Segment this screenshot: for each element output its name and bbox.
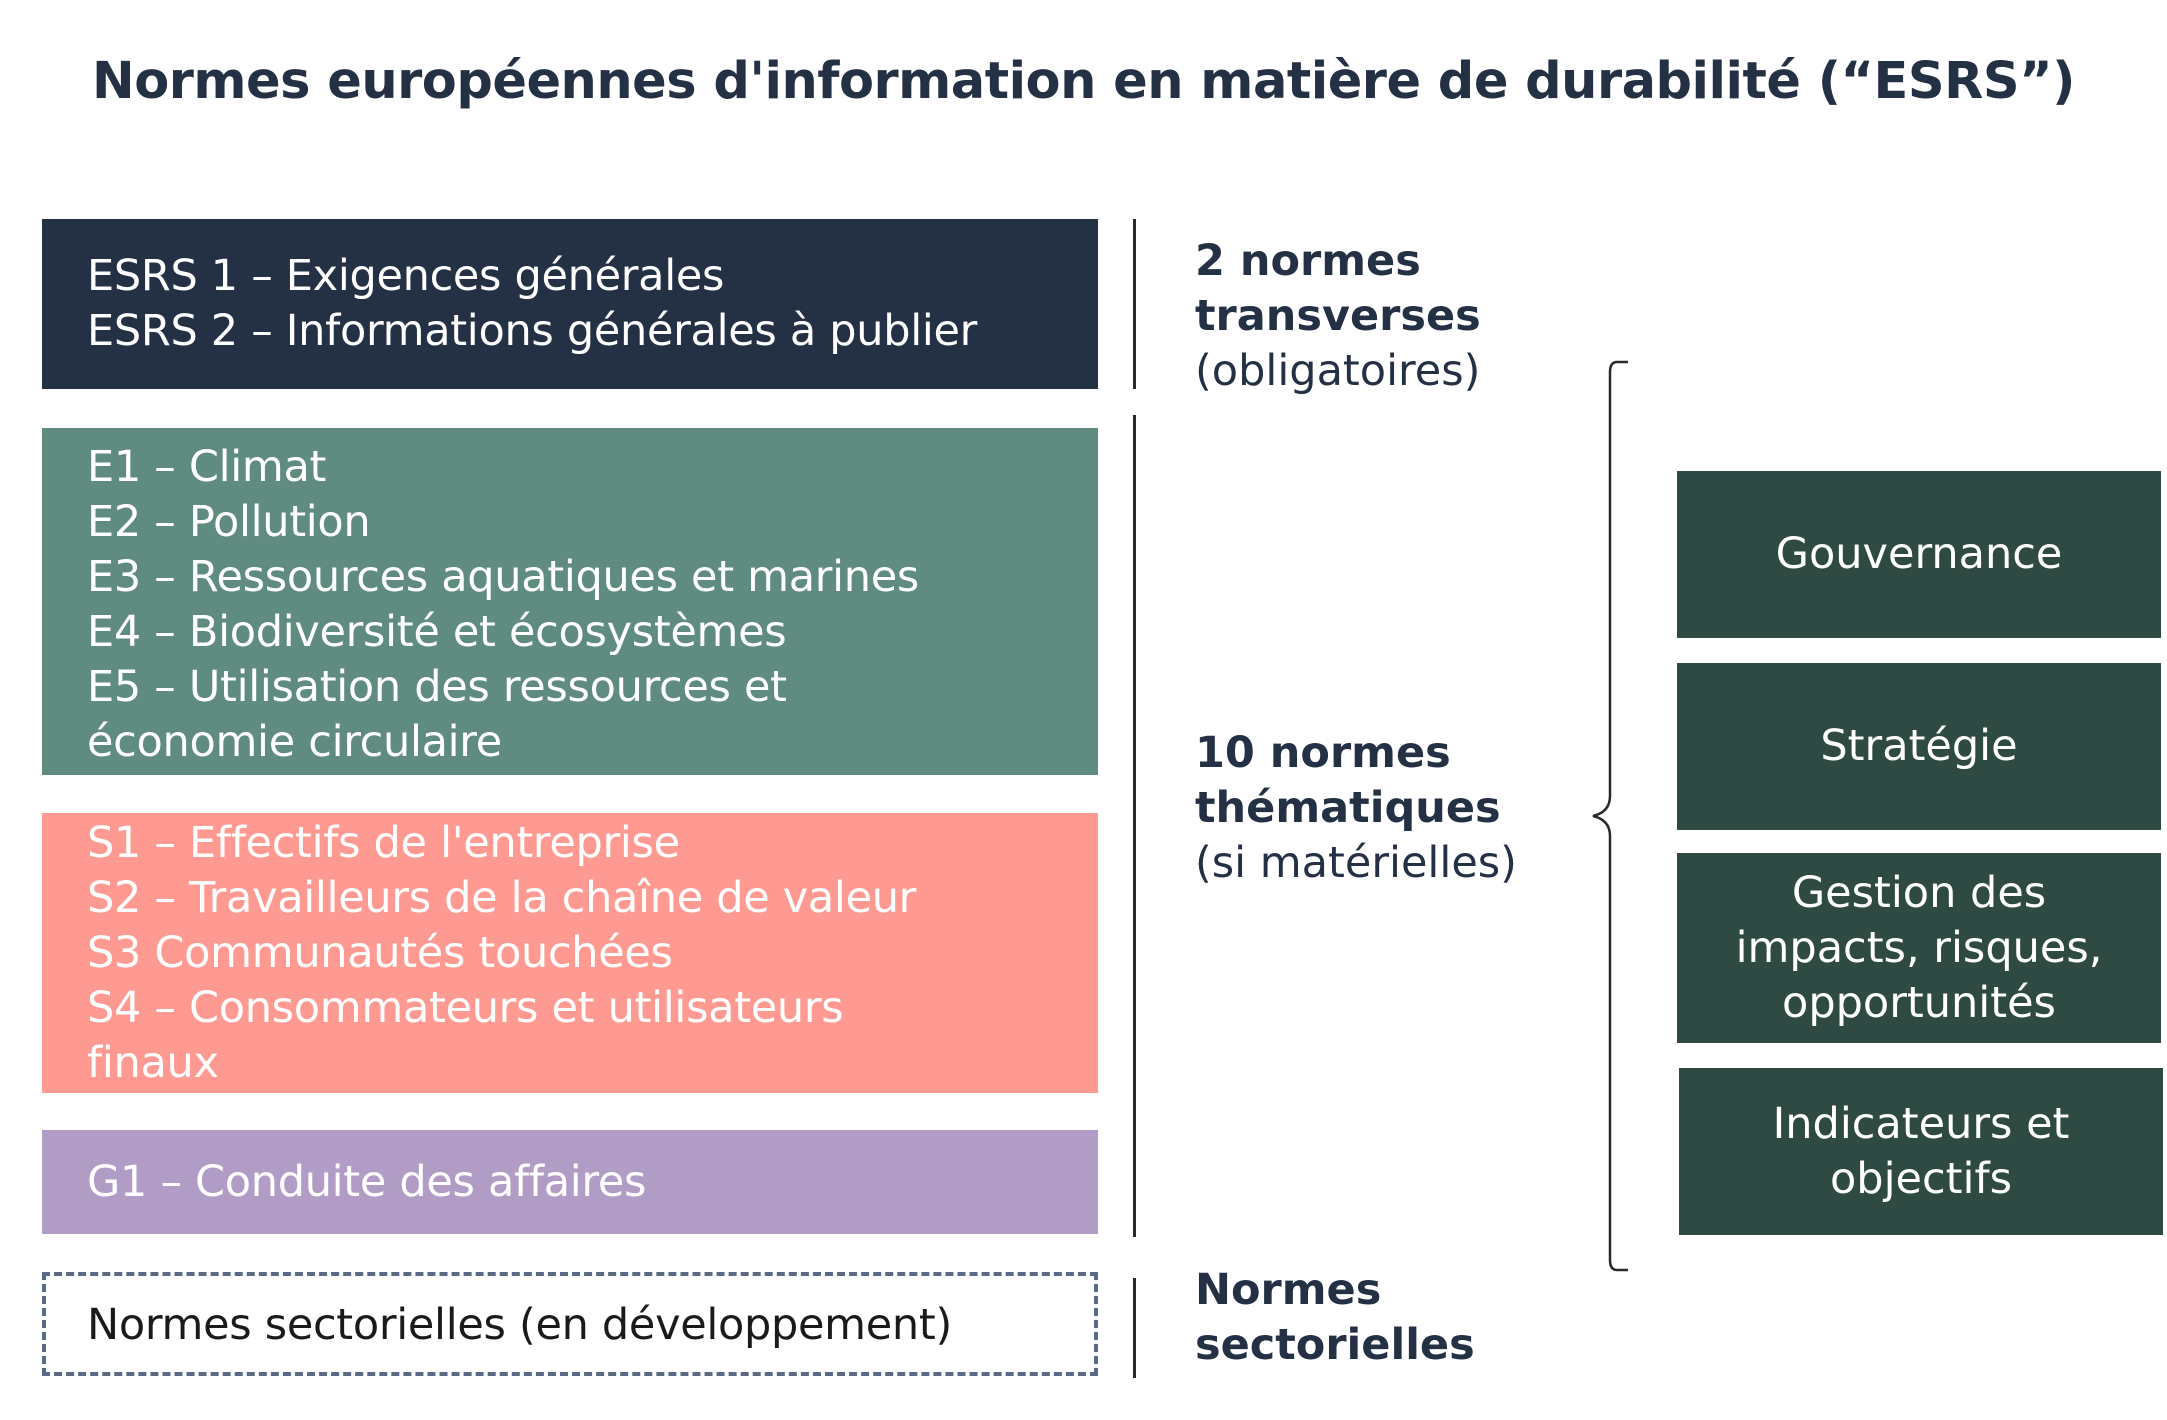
- separator-line-transverses: [1133, 219, 1136, 389]
- esrs2-label: ESRS 2 – Informations générales à publie…: [87, 306, 978, 356]
- thematiques-kind: thématiques: [1195, 783, 1501, 833]
- esrs-general-standards-box: ESRS 1 – Exigences générales ESRS 2 – In…: [42, 219, 1098, 389]
- pillar-gestion-label-1: Gestion des: [1791, 867, 2047, 918]
- s2-label: S2 – Travailleurs de la chaîne de valeur: [87, 873, 917, 923]
- diagram-title: Normes européennes d'information en mati…: [92, 52, 2075, 111]
- separator-line-sectorielles: [1133, 1278, 1136, 1378]
- sector-standards-box: Normes sectorielles (en développement): [42, 1272, 1098, 1376]
- s1-label: S1 – Effectifs de l'entreprise: [87, 818, 680, 868]
- s3-label: S3 Communautés touchées: [87, 928, 673, 978]
- g1-label: G1 – Conduite des affaires: [87, 1157, 647, 1207]
- pillar-gestion-label-3: opportunités: [1782, 977, 2056, 1028]
- e3-label: E3 – Ressources aquatiques et marines: [87, 552, 920, 602]
- pillar-strategie-label: Stratégie: [1820, 721, 2018, 771]
- esrs1-label: ESRS 1 – Exigences générales: [87, 251, 725, 301]
- pillar-gestion-label-2: impacts, risques,: [1735, 922, 2103, 973]
- pillar-gouvernance-label: Gouvernance: [1775, 529, 2063, 579]
- thematiques-label: 10 normes thématiques (si matérielles): [1195, 726, 1517, 891]
- s4-label: S4 – Consommateurs et utilisateurs: [87, 983, 844, 1033]
- environment-standards-box: E1 – Climat E2 – Pollution E3 – Ressourc…: [42, 428, 1098, 775]
- curly-brace: [1592, 360, 1628, 1272]
- transverses-count: 2 normes: [1195, 236, 1421, 286]
- thematiques-count: 10 normes: [1195, 728, 1451, 778]
- sector-standards-label: Normes sectorielles (en développement): [87, 1300, 952, 1350]
- transverses-note: (obligatoires): [1195, 346, 1481, 396]
- thematiques-note: (si matérielles): [1195, 838, 1517, 888]
- e4-label: E4 – Biodiversité et écosystèmes: [87, 607, 787, 657]
- governance-standards-box: G1 – Conduite des affaires: [42, 1130, 1098, 1234]
- pillar-indicateurs-objectifs: Indicateurs et objectifs: [1679, 1068, 2163, 1235]
- pillar-gouvernance: Gouvernance: [1677, 471, 2161, 638]
- e5-label-continued: économie circulaire: [87, 717, 502, 767]
- pillar-strategie: Stratégie: [1677, 663, 2161, 830]
- sectorielles-title: Normes: [1195, 1265, 1382, 1315]
- e2-label: E2 – Pollution: [87, 497, 371, 547]
- separator-line-thematiques: [1133, 415, 1136, 1237]
- social-standards-box: S1 – Effectifs de l'entreprise S2 – Trav…: [42, 813, 1098, 1093]
- pillar-indicateurs-label-1: Indicateurs et: [1772, 1098, 2070, 1149]
- sectorielles-label: Normes sectorielles: [1195, 1263, 1475, 1373]
- transverses-kind: transverses: [1195, 291, 1481, 341]
- s4-label-continued: finaux: [87, 1038, 219, 1088]
- e5-label: E5 – Utilisation des ressources et: [87, 662, 787, 712]
- pillar-gestion-iro: Gestion des impacts, risques, opportunit…: [1677, 853, 2161, 1043]
- transverses-label: 2 normes transverses (obligatoires): [1195, 234, 1481, 399]
- e1-label: E1 – Climat: [87, 442, 327, 492]
- sectorielles-kind: sectorielles: [1195, 1320, 1475, 1370]
- pillar-indicateurs-label-2: objectifs: [1830, 1153, 2012, 1204]
